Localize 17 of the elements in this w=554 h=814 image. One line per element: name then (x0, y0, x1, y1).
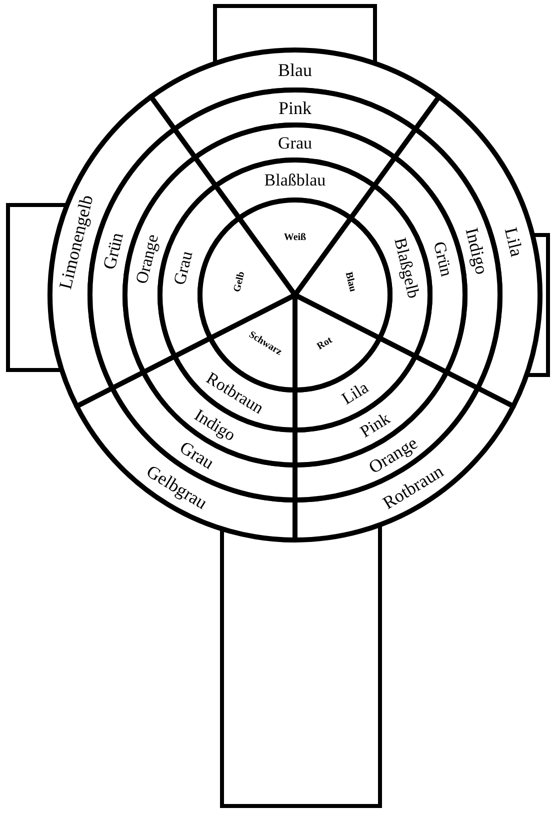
color-name: Grau (278, 134, 312, 151)
color-name: Grün (100, 231, 126, 272)
color-name: Blau (278, 61, 312, 79)
color-name: Blaßblau (264, 172, 326, 188)
color-name: Blau (343, 270, 358, 293)
color-name: Grün (430, 240, 456, 278)
color-name: Blaßgelb (391, 236, 422, 300)
color-name: Orange (132, 233, 161, 286)
color-name: Gelb (232, 270, 247, 293)
color-name: Weiß (284, 233, 306, 243)
color-name: Pink (278, 98, 312, 116)
color-name: Pink (356, 410, 392, 440)
color-name: Lila (338, 378, 372, 408)
color-name: Grau (170, 250, 196, 287)
color-name: Lila (502, 226, 526, 259)
color-name: Rot (316, 335, 334, 352)
color-name: Indigo (463, 226, 492, 276)
